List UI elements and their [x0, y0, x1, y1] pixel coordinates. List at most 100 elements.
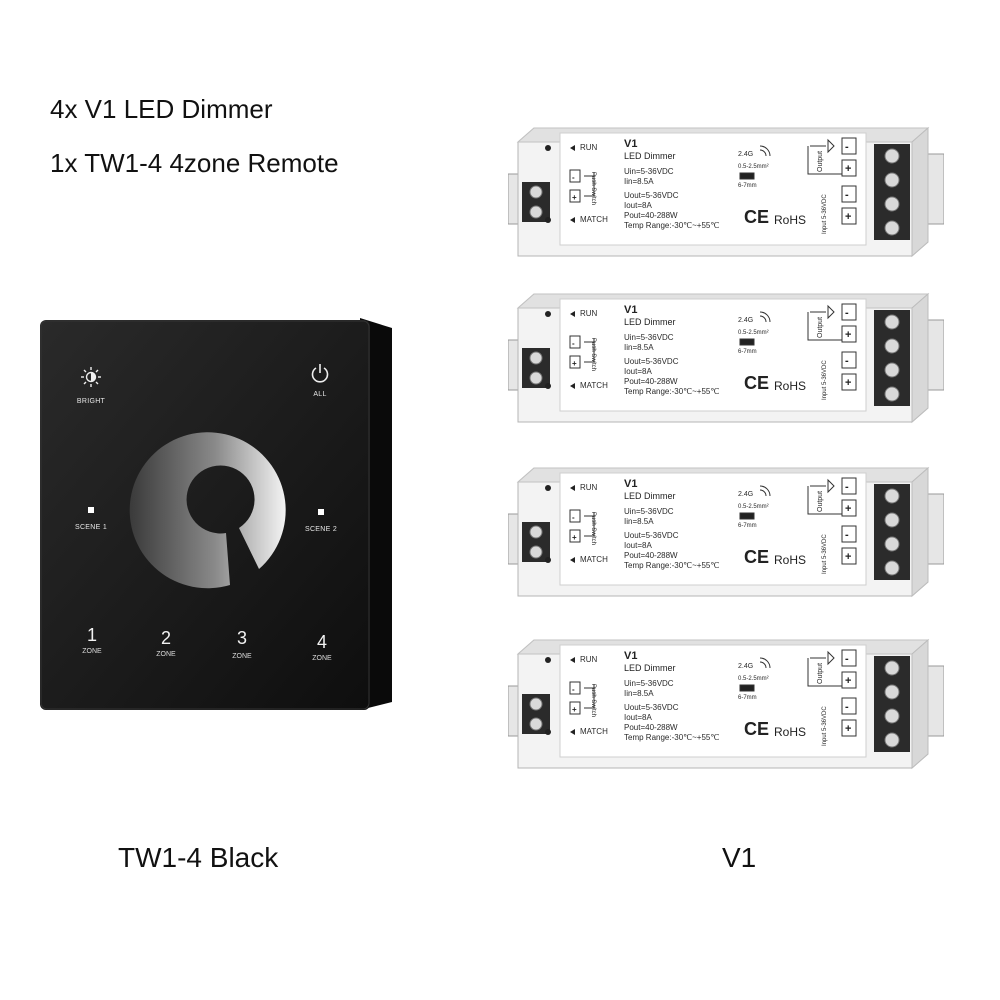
uin-spec: Uin=5-36VDC	[624, 167, 674, 176]
svg-text:-: -	[845, 307, 849, 319]
strip-length-label: 6-7mm	[738, 523, 757, 529]
svg-text:-: -	[572, 685, 575, 694]
remote-caption: TW1-4 Black	[118, 842, 279, 873]
svg-text:-: -	[572, 173, 575, 182]
uin-spec: Uin=5-36VDC	[624, 333, 674, 342]
temp-spec: Temp Range:-30℃~+55℃	[624, 221, 720, 230]
v1-dimmer-module-1: -+ -+ -+ V1 LED Dimmer RUN MATCH Push Sw…	[508, 124, 944, 274]
module-model: V1	[624, 138, 638, 150]
zone-2-button[interactable]: 2	[160, 628, 171, 648]
zone-1-button[interactable]: 1	[86, 625, 97, 645]
zone-4-button[interactable]: 4	[316, 632, 327, 652]
iin-spec: Iin=8.5A	[624, 177, 654, 186]
match-label: MATCH	[580, 555, 608, 564]
wire-gauge-label: 0.5-2.5mm²	[738, 504, 769, 510]
wire-gauge-label: 0.5-2.5mm²	[738, 330, 769, 336]
tw1-4-remote-panel: BRIGHT ALL SCENE 1 SCENE 2 1 ZONE 2 ZONE…	[40, 318, 400, 710]
input-label: Input 5-36VDC	[822, 194, 828, 234]
strip-length-label: 6-7mm	[738, 695, 757, 701]
match-label: MATCH	[580, 727, 608, 736]
scene-2-label: SCENE 2	[304, 526, 338, 533]
uout-spec: Uout=5-36VDC	[624, 191, 679, 200]
rohs-mark: RoHS	[774, 725, 807, 739]
ce-mark: CE	[744, 207, 770, 227]
caption-line-2: 1x TW1-4 4zone Remote	[50, 148, 339, 178]
module-name: LED Dimmer	[624, 663, 676, 673]
push-switch-label: Push Switch	[590, 338, 596, 372]
svg-text:-: -	[572, 339, 575, 348]
svg-text:-: -	[845, 141, 849, 153]
svg-text:+: +	[572, 705, 577, 714]
rf-label: 2.4G	[738, 663, 754, 670]
uout-spec: Uout=5-36VDC	[624, 357, 679, 366]
iout-spec: Iout=8A	[624, 713, 652, 722]
run-label: RUN	[580, 655, 598, 664]
scene-1-dot[interactable]	[88, 507, 94, 513]
uin-spec: Uin=5-36VDC	[624, 679, 674, 688]
module-model: V1	[624, 304, 638, 316]
remote-panel-graphic	[40, 318, 392, 710]
iout-spec: Iout=8A	[624, 201, 652, 210]
module-model: V1	[624, 650, 638, 662]
pout-spec: Pout=40-288W	[624, 211, 678, 220]
module-caption: V1	[722, 842, 757, 873]
zone-3-label: ZONE	[232, 653, 252, 660]
rf-label: 2.4G	[738, 151, 754, 158]
temp-spec: Temp Range:-30℃~+55℃	[624, 733, 720, 742]
svg-text:+: +	[845, 723, 851, 735]
iout-spec: Iout=8A	[624, 367, 652, 376]
push-switch-label: Push Switch	[590, 172, 596, 206]
v1-dimmer-module-3: -+ -+ -+ V1 LED Dimmer RUN MATCH Push Sw…	[508, 464, 944, 614]
push-switch-label: Push Switch	[590, 512, 596, 546]
strip-length-label: 6-7mm	[738, 349, 757, 355]
rf-label: 2.4G	[738, 491, 754, 498]
iin-spec: Iin=8.5A	[624, 343, 654, 352]
svg-text:-: -	[845, 529, 849, 541]
module-housing: -+ -+ -+	[508, 466, 944, 598]
rohs-mark: RoHS	[774, 213, 807, 227]
svg-text:-: -	[572, 513, 575, 522]
output-label: Output	[817, 150, 824, 172]
module-name: LED Dimmer	[624, 491, 676, 501]
match-label: MATCH	[580, 215, 608, 224]
uout-spec: Uout=5-36VDC	[624, 703, 679, 712]
module-name: LED Dimmer	[624, 151, 676, 161]
pout-spec: Pout=40-288W	[624, 551, 678, 560]
svg-text:-: -	[845, 701, 849, 713]
svg-text:+: +	[845, 163, 851, 175]
svg-text:+: +	[572, 193, 577, 202]
svg-text:+: +	[572, 533, 577, 542]
power-icon[interactable]	[310, 363, 330, 385]
scene-2-dot[interactable]	[318, 509, 324, 515]
v1-dimmer-module-2: -+ -+ -+ V1 LED Dimmer RUN MATCH Push Sw…	[508, 290, 944, 440]
ce-mark: CE	[744, 547, 770, 567]
iin-spec: Iin=8.5A	[624, 517, 654, 526]
push-switch-label: Push Switch	[590, 684, 596, 718]
brightness-icon[interactable]	[80, 366, 102, 388]
temp-spec: Temp Range:-30℃~+55℃	[624, 387, 720, 396]
iout-spec: Iout=8A	[624, 541, 652, 550]
zone-3-button[interactable]: 3	[236, 628, 247, 648]
module-name: LED Dimmer	[624, 317, 676, 327]
module-model: V1	[624, 478, 638, 490]
input-label: Input 5-36VDC	[822, 534, 828, 574]
svg-text:+: +	[845, 551, 851, 563]
output-label: Output	[817, 316, 824, 338]
wire-gauge-label: 0.5-2.5mm²	[738, 164, 769, 170]
run-label: RUN	[580, 143, 598, 152]
temp-spec: Temp Range:-30℃~+55℃	[624, 561, 720, 570]
all-label: ALL	[313, 391, 327, 398]
module-housing: -+ -+ -+	[508, 292, 944, 424]
output-label: Output	[817, 490, 824, 512]
zone-4-label: ZONE	[312, 655, 332, 662]
svg-text:+: +	[845, 211, 851, 223]
run-label: RUN	[580, 309, 598, 318]
svg-text:-: -	[845, 355, 849, 367]
v1-dimmer-module-4: -+ -+ -+ V1 LED Dimmer RUN MATCH Push Sw…	[508, 636, 944, 786]
ce-mark: CE	[744, 373, 770, 393]
strip-length-label: 6-7mm	[738, 183, 757, 189]
svg-text:+: +	[845, 377, 851, 389]
wire-gauge-label: 0.5-2.5mm²	[738, 676, 769, 682]
rohs-mark: RoHS	[774, 379, 807, 393]
svg-text:+: +	[845, 329, 851, 341]
